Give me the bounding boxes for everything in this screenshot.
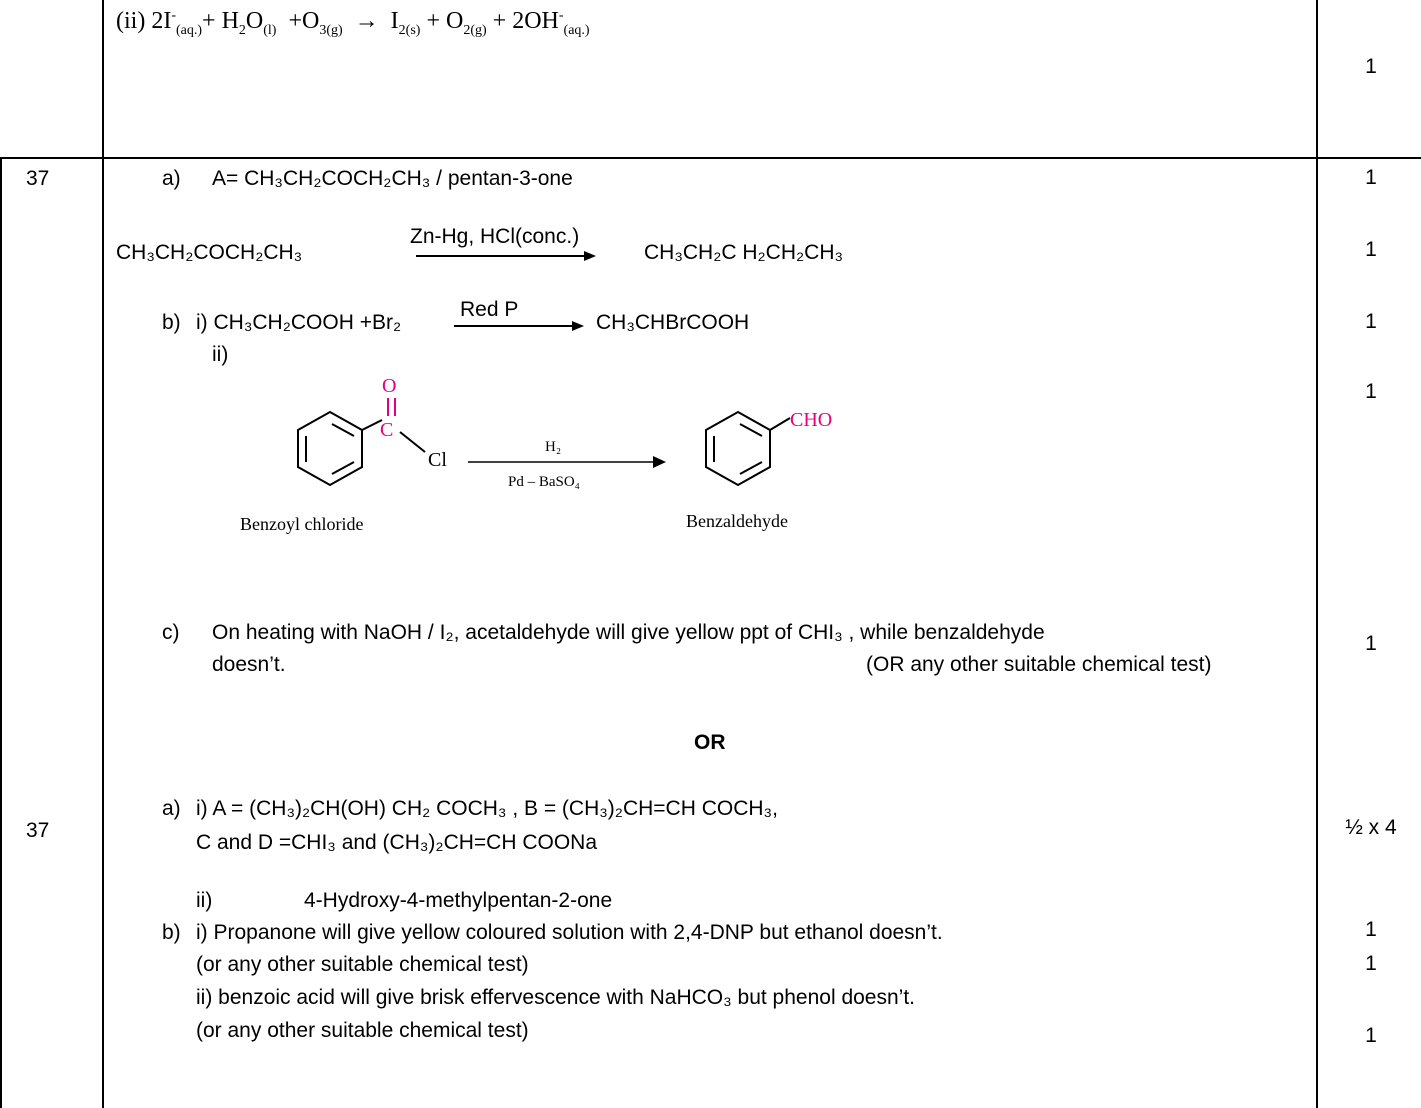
part-b-i-reagent: Red P	[460, 298, 519, 321]
carbon-label: C	[380, 419, 393, 441]
benzoyl-chloride-name: Benzoyl chloride	[240, 514, 363, 534]
alt-part-a-ii-label: ii)	[196, 889, 213, 912]
question-number: 37	[26, 167, 50, 190]
row-divider	[0, 157, 1421, 159]
rosenmund-diagram: C O Cl H₂ Pd – BaSO₄ CHO Benzoyl chlorid…	[240, 375, 832, 534]
mark-alt-b-i: 1	[1365, 952, 1377, 975]
question-number-alt: 37	[26, 819, 50, 842]
mark-alt-a-ii: 1	[1365, 918, 1377, 941]
alt-part-b-label: b)	[162, 921, 181, 944]
part-c-line1: On heating with NaOH / I₂, acetaldehyde …	[212, 621, 1045, 644]
reaction-arrow-1	[416, 251, 596, 261]
mark-a: 1	[1365, 166, 1377, 189]
reaction-reagent: Zn-Hg, HCl(conc.)	[410, 225, 580, 248]
part-b-i-product: CH₃CHBrCOOH	[596, 311, 750, 334]
mark-alt-b-ii: 1	[1365, 1024, 1377, 1047]
part-b-i: i) CH₃CH₂COOH +Br₂	[196, 311, 402, 334]
mark-reaction: 1	[1365, 238, 1377, 261]
arrow-head	[653, 456, 666, 468]
part-a-label: a)	[162, 167, 181, 190]
mark-c: 1	[1365, 632, 1377, 655]
mark-alt-a: ½ x 4	[1345, 816, 1397, 839]
cho-label: CHO	[790, 409, 832, 431]
reaction-reactant: CH₃CH₂COCH₂CH₃	[116, 241, 303, 264]
alt-part-a-i-line2: C and D =CHI₃ and (CH₃)₂CH=CH COONa	[196, 831, 598, 854]
reaction-arrow-2	[454, 321, 584, 331]
part-b-label: b)	[162, 311, 181, 334]
col-line-right	[1316, 0, 1318, 1108]
mark-top: 1	[1365, 55, 1377, 78]
col-line-left	[102, 0, 104, 1108]
reagent-bottom: Pd – BaSO₄	[508, 474, 580, 490]
reagent-top: H₂	[545, 439, 561, 455]
mark-b-ii: 1	[1365, 380, 1377, 403]
reaction-product: CH₃CH₂C H₂CH₂CH₃	[644, 241, 844, 264]
alt-part-b-i-line2: (or any other suitable chemical test)	[196, 953, 529, 976]
alt-part-a-ii: 4-Hydroxy-4-methylpentan-2-one	[304, 889, 613, 912]
part-c-label: c)	[162, 621, 180, 644]
part-b-ii: ii)	[212, 343, 229, 366]
alt-part-b-i: i) Propanone will give yellow coloured s…	[196, 921, 943, 944]
table-left-border	[0, 157, 2, 1108]
alt-part-b-ii: ii) benzoic acid will give brisk efferve…	[196, 986, 916, 1009]
alt-part-a-i: i) A = (CH₃)₂CH(OH) CH₂ COCH₃ , B = (CH₃…	[196, 797, 778, 820]
benzaldehyde-name: Benzaldehyde	[686, 511, 788, 531]
part-c-line3: (OR any other suitable chemical test)	[866, 653, 1212, 676]
chlorine-label: Cl	[428, 449, 447, 471]
oxygen-label: O	[382, 375, 396, 397]
part-a-text: A= CH₃CH₂COCH₂CH₃ / pentan-3-one	[212, 167, 573, 190]
alt-part-b-ii-line2: (or any other suitable chemical test)	[196, 1019, 529, 1042]
part-c-line2: doesn’t.	[212, 653, 286, 676]
mark-b-i: 1	[1365, 310, 1377, 333]
benzene-ring-left	[297, 410, 363, 487]
or-divider: OR	[694, 731, 726, 754]
top-equation: (ii) 2I-(aq.)+ H2O(l) +O3(g) → I2(s) + O…	[116, 8, 590, 38]
benzene-ring-right	[705, 410, 771, 487]
reaction-arrow: →	[354, 8, 379, 34]
alt-part-a-label: a)	[162, 797, 181, 820]
